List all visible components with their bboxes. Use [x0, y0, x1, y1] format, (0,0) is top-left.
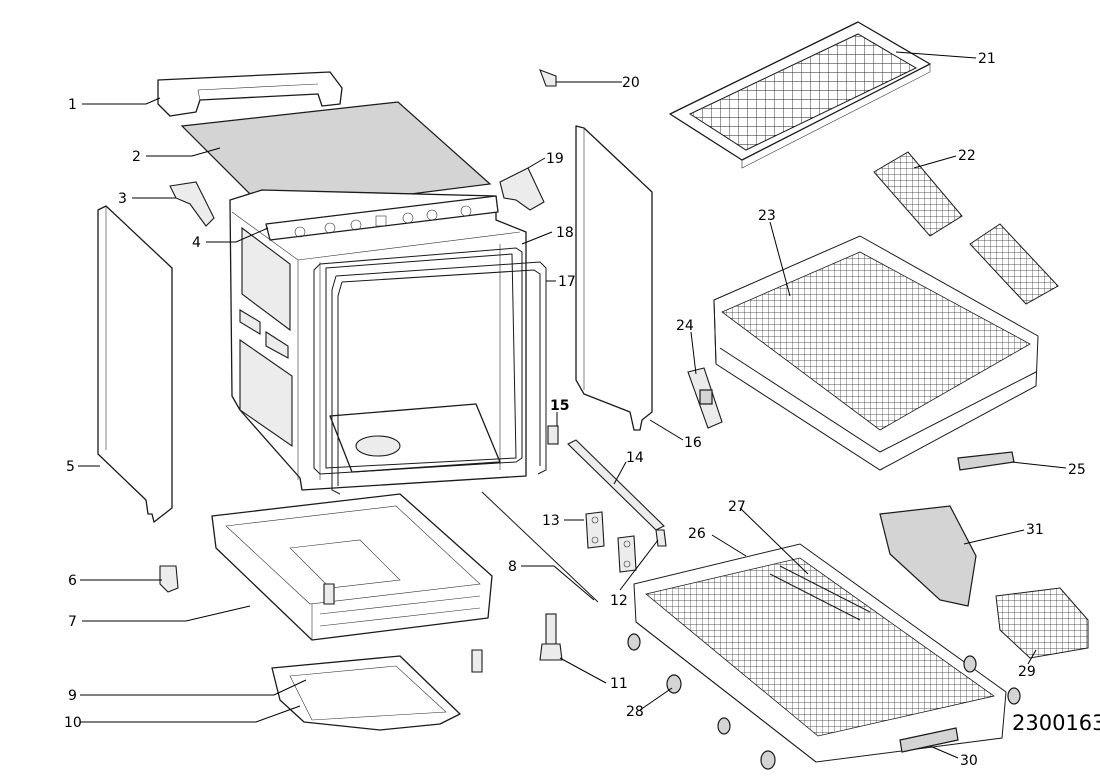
- callout-1: 1: [68, 97, 77, 113]
- part-27-basket-tines: [769, 565, 871, 621]
- callout-28: 28: [626, 704, 644, 720]
- part-4-control-strip: [265, 195, 499, 241]
- callout-25: 25: [1068, 462, 1086, 478]
- callout-22: 22: [958, 148, 976, 164]
- part-22-rack-insert: [873, 151, 963, 237]
- callout-14: 14: [626, 450, 644, 466]
- part-13-hinge-plate: [585, 511, 605, 549]
- callout-18: 18: [556, 225, 574, 241]
- part-18-door-gasket: [313, 247, 523, 475]
- part-8-rod: [481, 491, 599, 603]
- part-17-door-gasket: [331, 261, 547, 495]
- part-7-base-frame: [211, 493, 493, 641]
- callout-17: 17: [558, 274, 576, 290]
- callout-24: 24: [676, 318, 694, 334]
- callout-31: 31: [1026, 522, 1044, 538]
- part-14-rail: [567, 439, 665, 531]
- part-23-upper-basket: [713, 235, 1039, 471]
- part-26-lower-basket: [633, 543, 1007, 763]
- callout-10: 10: [64, 715, 82, 731]
- leader-lines: [78, 51, 1067, 759]
- part-31-cutlery-holder: [879, 505, 977, 607]
- callout-20: 20: [622, 75, 640, 91]
- part-3-bracket: [169, 181, 215, 227]
- part-10-base-plate: [271, 655, 461, 731]
- callout-26: 26: [688, 526, 706, 542]
- callout-16: 16: [684, 435, 702, 451]
- part-19-bracket: [499, 167, 545, 211]
- part-16-right-side-panel: [575, 125, 653, 431]
- part-15-pin: [547, 425, 559, 445]
- part-1-top-trim: [157, 71, 343, 117]
- rack-insert: [969, 223, 1059, 305]
- part-6-component: [159, 565, 179, 593]
- callout-2: 2: [132, 149, 141, 165]
- part-2-worktop-panel: [180, 101, 492, 213]
- callout-23: 23: [758, 208, 776, 224]
- callout-21: 21: [978, 51, 996, 67]
- callout-19: 19: [546, 151, 564, 167]
- callout-12: 12: [610, 593, 628, 609]
- part-30-basket-handle: [899, 727, 959, 753]
- callout-29: 29: [1018, 664, 1036, 680]
- part-29-cutlery-basket: [995, 587, 1089, 659]
- callout-11: 11: [610, 676, 628, 692]
- callout-labels: 1 2 3 4 5 6 7 8 9 10 11 12 13 14 15 16 1…: [64, 51, 1100, 769]
- callout-9: 9: [68, 688, 77, 704]
- callout-30: 30: [960, 753, 978, 769]
- callout-7: 7: [68, 614, 77, 630]
- part-5-left-side-panel: [97, 205, 173, 523]
- callout-27: 27: [728, 499, 746, 515]
- part-25-basket-handle: [957, 451, 1015, 471]
- drawing-code: 2300163: [1012, 711, 1100, 735]
- part-21-cutlery-tray: [669, 21, 931, 169]
- callout-8: 8: [508, 559, 517, 575]
- callout-5: 5: [66, 459, 75, 475]
- callout-3: 3: [118, 191, 127, 207]
- callout-13: 13: [542, 513, 560, 529]
- part-20-clip: [539, 69, 557, 87]
- callout-15: 15: [550, 398, 569, 414]
- tub-cabinet: [229, 189, 527, 491]
- part-12-hinge-plate: [617, 529, 667, 573]
- part-11-leveling-foot: [539, 613, 563, 661]
- callout-6: 6: [68, 573, 77, 589]
- part-24-rack-adjuster: [687, 367, 723, 429]
- callout-4: 4: [192, 235, 201, 251]
